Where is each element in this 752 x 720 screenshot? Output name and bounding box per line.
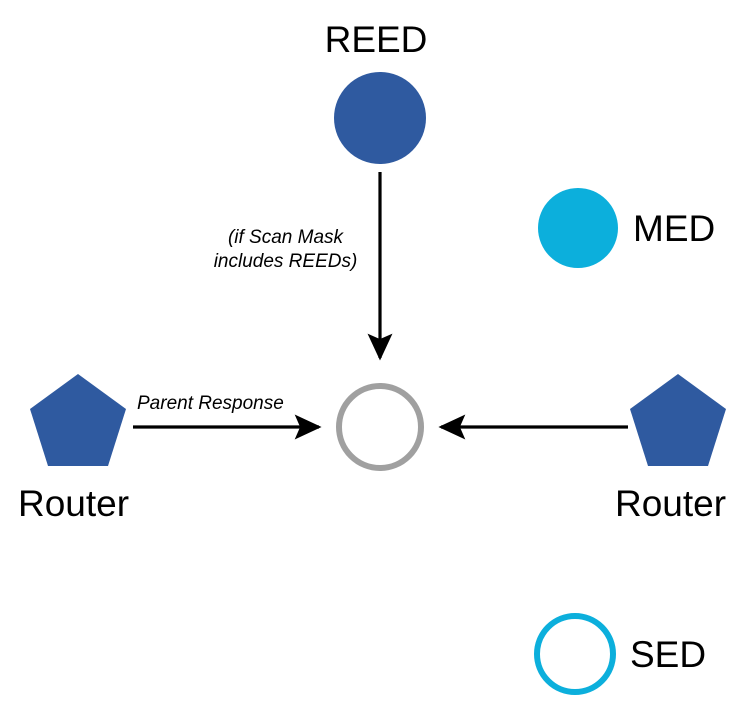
node-reed-shape xyxy=(334,72,426,164)
node-router-left-shape xyxy=(30,374,126,466)
node-label-med: MED xyxy=(633,208,716,249)
node-sed-shape xyxy=(534,613,616,695)
edge-label-scan-mask-line2: includes REEDs) xyxy=(213,250,358,272)
edge-label-scan-mask-line1: (if Scan Mask xyxy=(227,227,344,248)
node-router-right-shape xyxy=(630,374,726,466)
node-center-device-shape xyxy=(336,383,424,471)
node-label-sed: SED xyxy=(630,634,707,675)
node-label-router-right: Router xyxy=(615,483,727,524)
node-label-reed: REED xyxy=(324,19,428,60)
node-med-shape xyxy=(538,188,618,268)
edge-label-parent-response: Parent Response xyxy=(137,393,284,414)
node-label-router-left: Router xyxy=(18,483,130,524)
edge-label-scan-mask: (if Scan Mask includes REEDs) xyxy=(193,226,378,274)
